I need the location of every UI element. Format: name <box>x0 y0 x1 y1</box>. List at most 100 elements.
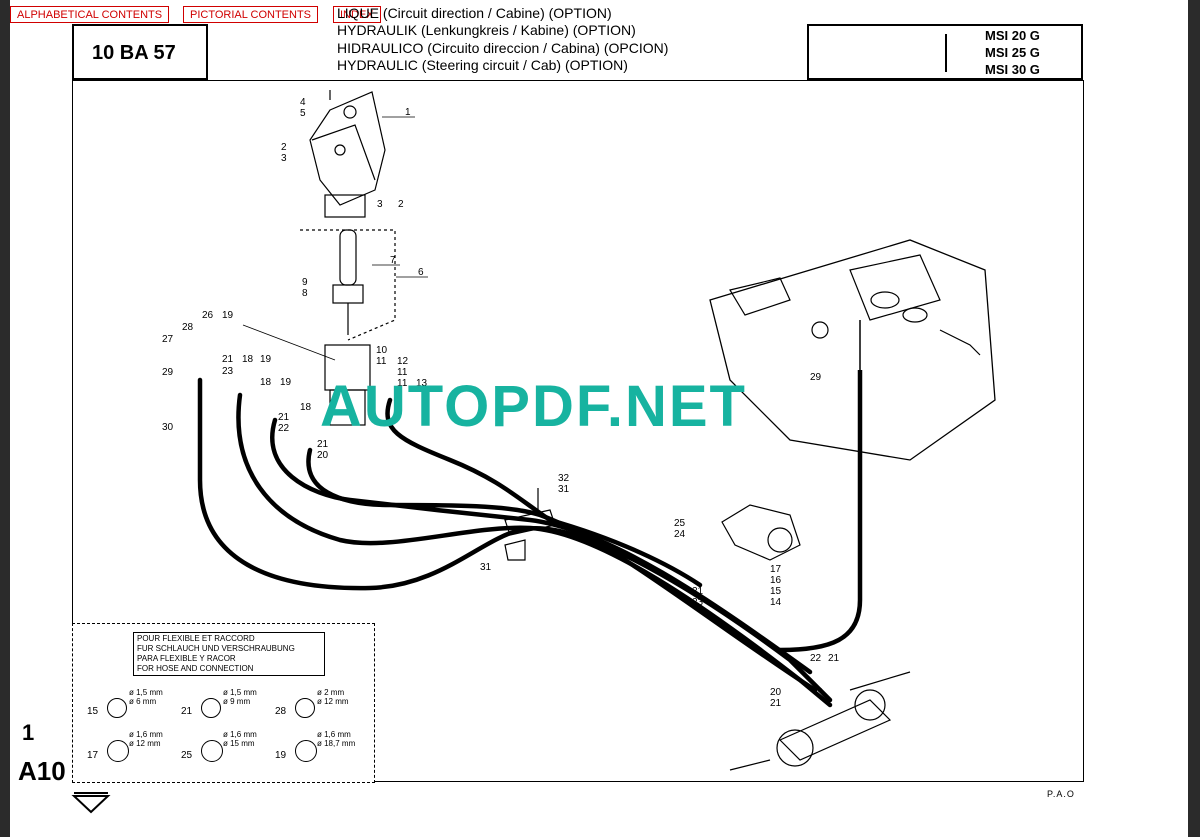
legend-item-dim-b: ø 18,7 mm <box>317 739 356 748</box>
index-link[interactable]: INDEX <box>333 6 381 23</box>
svg-text:7: 7 <box>390 255 396 266</box>
svg-text:29: 29 <box>810 372 822 383</box>
svg-text:13: 13 <box>416 378 428 389</box>
svg-text:2: 2 <box>398 199 404 210</box>
svg-text:32: 32 <box>558 473 570 484</box>
hose-clamp-icon <box>295 740 317 762</box>
catalog-code: 10 BA 57 <box>92 42 176 64</box>
svg-text:30: 30 <box>162 422 174 433</box>
catalog-page: ALPHABETICAL CONTENTS PICTORIAL CONTENTS… <box>10 0 1188 837</box>
title-fr: LIQUE (Circuit direction / Cabine) (OPTI… <box>337 5 612 21</box>
svg-text:6: 6 <box>418 267 424 278</box>
svg-text:23: 23 <box>222 366 234 377</box>
svg-text:1: 1 <box>405 107 411 118</box>
legend-heading-es: PARA FLEXIBLE Y RACOR <box>137 654 236 663</box>
svg-text:18: 18 <box>300 402 312 413</box>
pao-label: P.A.O <box>1047 789 1075 799</box>
legend-item-dim-b: ø 12 mm <box>129 739 161 748</box>
hose-clamp-icon <box>295 698 315 718</box>
legend-item-dim-a: ø 1,6 mm <box>317 730 351 739</box>
svg-text:19: 19 <box>222 310 234 321</box>
hose-legend-box: POUR FLEXIBLE ET RACCORD FUR SCHLAUCH UN… <box>72 623 375 783</box>
legend-item-dim-a: ø 1,6 mm <box>129 730 163 739</box>
svg-text:26: 26 <box>202 310 214 321</box>
model-msi25: MSI 25 G <box>985 45 1040 60</box>
svg-text:21: 21 <box>828 653 840 664</box>
svg-text:19: 19 <box>260 354 272 365</box>
svg-text:31: 31 <box>480 562 492 573</box>
svg-text:22: 22 <box>810 653 822 664</box>
svg-text:5: 5 <box>300 108 306 119</box>
legend-item-ref: 19 <box>275 750 287 761</box>
svg-text:21: 21 <box>317 439 329 450</box>
pictorial-contents-link[interactable]: PICTORIAL CONTENTS <box>183 6 319 23</box>
legend-item-dim-b: ø 6 mm <box>129 697 157 706</box>
legend-item-dim-a: ø 2 mm <box>317 688 345 697</box>
svg-text:16: 16 <box>770 575 782 586</box>
hose-clamp-icon <box>107 740 129 762</box>
legend-item-dim-b: ø 9 mm <box>223 697 251 706</box>
legend-heading-en: FOR HOSE AND CONNECTION <box>137 664 254 673</box>
legend-item-ref: 25 <box>181 750 193 761</box>
svg-text:11: 11 <box>397 367 408 378</box>
svg-text:4: 4 <box>300 97 306 108</box>
svg-text:21: 21 <box>770 698 782 709</box>
legend-item-ref: 28 <box>275 706 287 717</box>
figure-number: 1 <box>22 720 35 745</box>
page-number: A10 <box>18 756 66 786</box>
legend-item-dim-a: ø 1,5 mm <box>223 688 257 697</box>
hose-clamp-icon <box>107 698 127 718</box>
watermark-text: AUTOPDF.NET <box>320 374 747 439</box>
hose-clamp-icon <box>201 740 223 762</box>
model-msi30: MSI 30 G <box>985 62 1040 77</box>
svg-text:25: 25 <box>674 518 686 529</box>
hose-clamp-icon <box>201 698 221 718</box>
alphabetical-contents-link[interactable]: ALPHABETICAL CONTENTS <box>10 6 170 23</box>
svg-text:14: 14 <box>770 597 782 608</box>
next-page-arrow-icon[interactable] <box>70 790 114 816</box>
legend-item-ref: 15 <box>87 706 99 717</box>
code-box <box>72 24 208 80</box>
svg-text:17: 17 <box>770 564 782 575</box>
svg-text:19: 19 <box>280 377 292 388</box>
svg-text:31: 31 <box>558 484 570 495</box>
svg-text:23: 23 <box>692 597 704 608</box>
legend-heading-fr: POUR FLEXIBLE ET RACCORD <box>137 634 255 643</box>
legend-item-ref: 21 <box>181 706 193 717</box>
svg-text:29: 29 <box>162 367 174 378</box>
model-msi20: MSI 20 G <box>985 28 1040 43</box>
svg-text:21: 21 <box>278 412 290 423</box>
svg-text:10: 10 <box>376 345 388 356</box>
legend-item-dim-a: ø 1,6 mm <box>223 730 257 739</box>
svg-text:9: 9 <box>302 277 308 288</box>
svg-text:18: 18 <box>260 377 272 388</box>
models-box <box>807 24 1083 80</box>
svg-text:20: 20 <box>317 450 329 461</box>
svg-text:15: 15 <box>770 586 782 597</box>
svg-text:8: 8 <box>302 288 308 299</box>
svg-text:21: 21 <box>692 586 704 597</box>
drawing-frame <box>72 80 1084 782</box>
legend-item-dim-a: ø 1,5 mm <box>129 688 163 697</box>
legend-heading: POUR FLEXIBLE ET RACCORD FUR SCHLAUCH UN… <box>133 632 325 676</box>
svg-text:27: 27 <box>162 334 174 345</box>
svg-text:11: 11 <box>376 356 387 367</box>
svg-text:12: 12 <box>397 356 409 367</box>
legend-heading-de: FUR SCHLAUCH UND VERSCHRAUBUNG <box>137 644 295 653</box>
svg-text:21: 21 <box>222 354 234 365</box>
title-es: HIDRAULICO (Circuito direccion / Cabina)… <box>337 40 669 56</box>
legend-item-ref: 17 <box>87 750 99 761</box>
svg-text:2: 2 <box>281 142 287 153</box>
svg-text:28: 28 <box>182 322 194 333</box>
svg-text:22: 22 <box>278 423 290 434</box>
title-en: HYDRAULIC (Steering circuit / Cab) (OPTI… <box>337 57 628 73</box>
svg-text:3: 3 <box>281 153 287 164</box>
svg-text:20: 20 <box>770 687 782 698</box>
legend-item-dim-b: ø 12 mm <box>317 697 349 706</box>
legend-item-dim-b: ø 15 mm <box>223 739 255 748</box>
title-de: HYDRAULIK (Lenkungkreis / Kabine) (OPTIO… <box>337 22 636 38</box>
svg-text:18: 18 <box>242 354 254 365</box>
svg-text:24: 24 <box>674 529 686 540</box>
models-divider <box>945 34 947 72</box>
